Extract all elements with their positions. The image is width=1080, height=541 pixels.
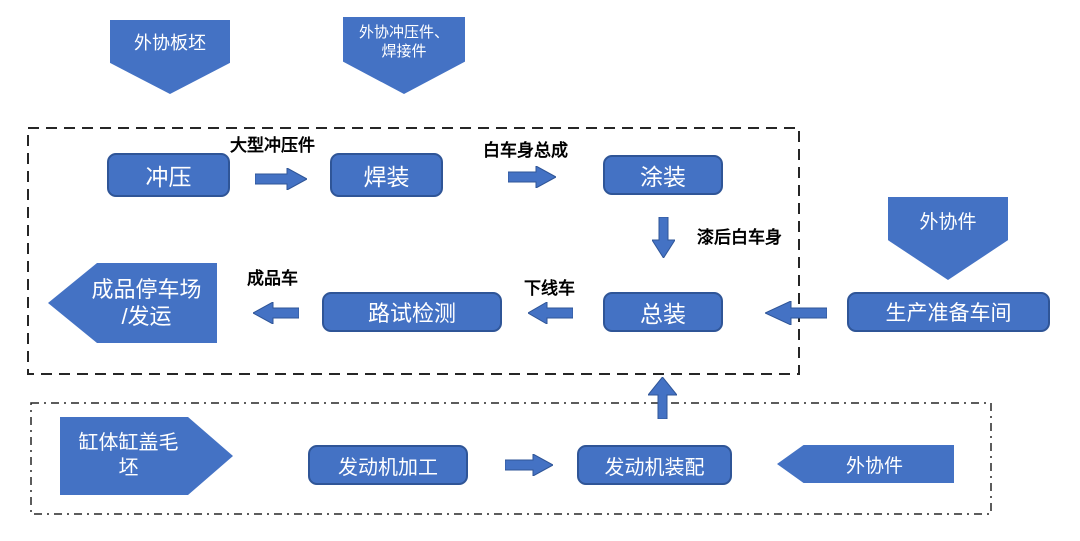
- arrow-road-test-to-parking: [253, 302, 299, 324]
- terminal-plate-blank-label: 外协板坯: [134, 33, 206, 53]
- node-engine-assembly: 发动机装配: [577, 445, 732, 485]
- terminal-finished-parking-line2: /发运: [121, 304, 172, 329]
- node-production-prep-label: 生产准备车间: [885, 302, 1012, 325]
- node-welding: 焊装: [330, 153, 443, 197]
- engine-plant-boundary-box: [30, 402, 992, 515]
- vehicle-plant-boundary-box: [27, 127, 800, 375]
- node-final-assembly-label: 总装: [640, 301, 686, 327]
- node-engine-machining: 发动机加工: [308, 445, 468, 485]
- arrow-engine-assembly-to-final-assembly: [648, 377, 677, 419]
- arrow-engine-machining-to-engine-assembly: [505, 454, 553, 476]
- arrow-painting-to-final-assembly: [652, 217, 675, 258]
- arrow-stamping-to-welding: [255, 168, 307, 190]
- terminal-stamped-welded-parts-line1: 外协冲压件、: [358, 23, 449, 41]
- terminal-stamped-welded-parts-line2: 焊接件: [381, 42, 427, 60]
- node-engine-assembly-label: 发动机装配: [604, 456, 705, 479]
- flow-label-painted-body: 漆后白车身: [697, 228, 782, 247]
- terminal-outsourced-parts-bottom: 外协件: [777, 445, 954, 483]
- node-engine-machining-label: 发动机加工: [338, 456, 438, 479]
- terminal-outsourced-parts-bottom-label: 外协件: [845, 455, 903, 477]
- terminal-plate-blank: 外协板坯: [110, 20, 230, 94]
- node-painting: 涂装: [603, 155, 723, 195]
- terminal-finished-parking-line1: 成品停车场: [91, 277, 202, 302]
- terminal-outsourced-parts-top-label: 外协件: [919, 212, 977, 233]
- flow-label-finished-vehicle: 成品车: [247, 269, 298, 288]
- flow-label-large-stampings: 大型冲压件: [230, 136, 315, 155]
- terminal-cylinder-blank-line1: 缸体缸盖毛: [78, 432, 179, 454]
- node-stamping-label: 冲压: [145, 164, 192, 190]
- node-welding-label: 焊装: [363, 164, 410, 190]
- terminal-cylinder-blank-line2: 坯: [118, 457, 139, 479]
- node-stamping: 冲压: [107, 153, 230, 197]
- node-painting-label: 涂装: [640, 164, 686, 190]
- terminal-outsourced-parts-top: 外协件: [888, 197, 1008, 280]
- flow-label-offline-vehicle: 下线车: [524, 279, 575, 298]
- arrow-final-assembly-to-road-test: [528, 302, 573, 324]
- terminal-stamped-welded-parts: 外协冲压件、 焊接件: [343, 17, 465, 94]
- node-road-test: 路试检测: [322, 292, 502, 332]
- arrow-production-prep-to-final-assembly: [765, 301, 827, 325]
- node-road-test-label: 路试检测: [367, 301, 456, 326]
- flow-label-body-in-white: 白车身总成: [483, 141, 568, 160]
- node-production-prep: 生产准备车间: [847, 292, 1050, 332]
- node-final-assembly: 总装: [603, 292, 723, 332]
- arrow-welding-to-painting: [508, 166, 556, 188]
